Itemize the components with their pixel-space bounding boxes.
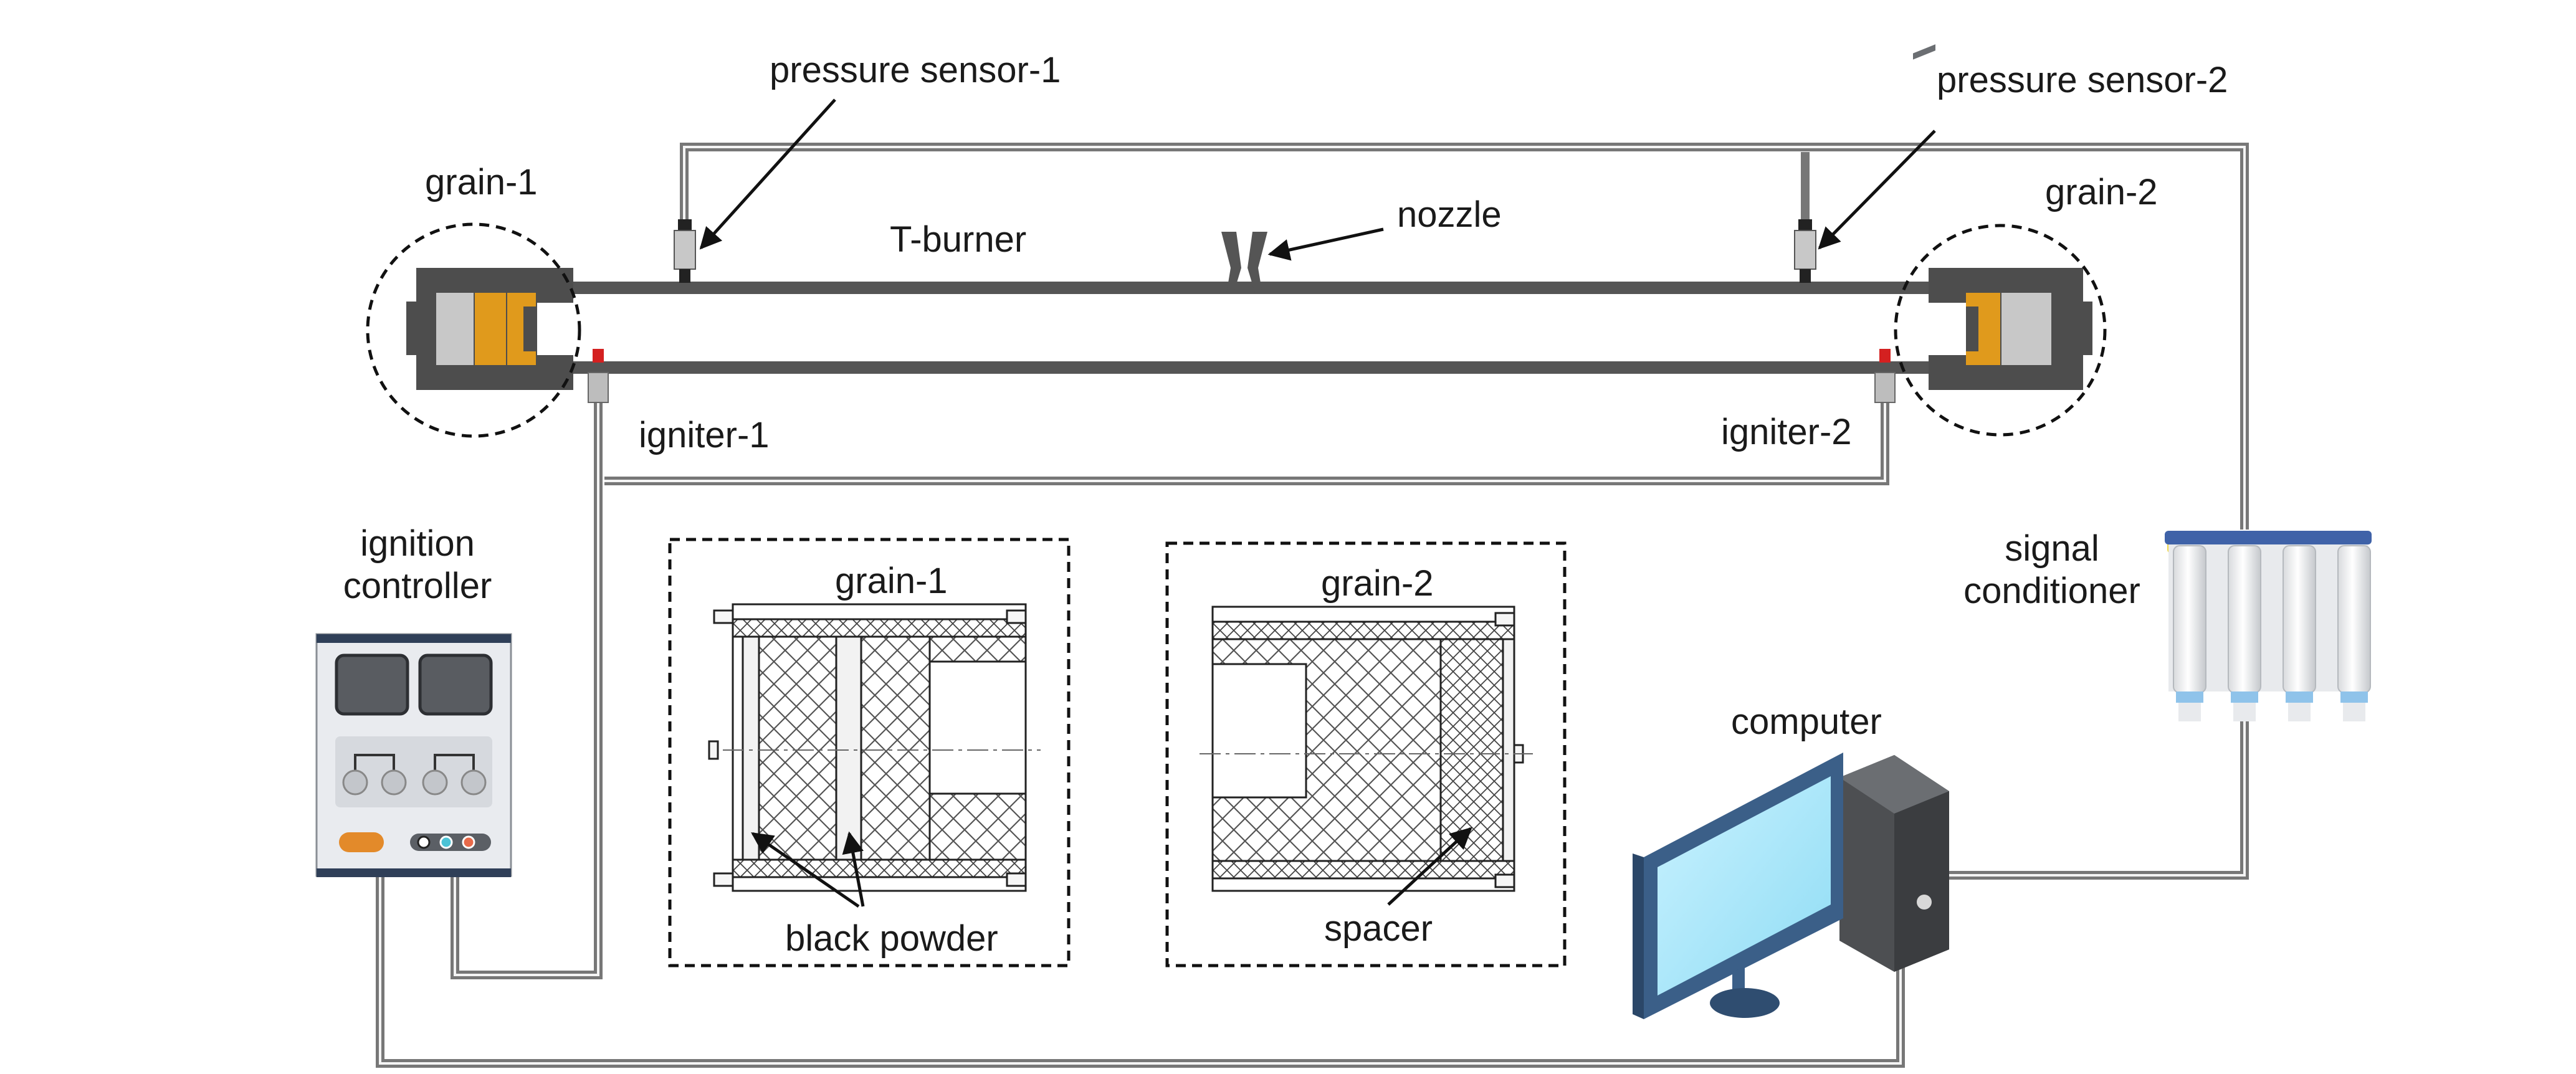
ignition-controller xyxy=(315,633,512,877)
t-burner-label: T-burner xyxy=(890,219,1026,260)
grain-2-cavity xyxy=(1211,663,1307,799)
pressure-sensor-2-arrow xyxy=(1818,130,1936,250)
computer-label: computer xyxy=(1731,701,1882,742)
pressure-sensor-1-arrow xyxy=(699,98,836,250)
grain-2-detail-box xyxy=(1165,541,1567,967)
controller-display-right xyxy=(418,653,493,716)
spacer-label: spacer xyxy=(1324,908,1433,949)
cable-conditioner-computer xyxy=(1949,716,2249,880)
black-powder-arrow-2 xyxy=(842,831,865,907)
nozzle-body xyxy=(1221,232,1241,294)
grain-2-highlight-circle xyxy=(1894,224,2107,437)
signal-conditioner-label-line1: signal xyxy=(2005,528,2099,569)
spacer-block xyxy=(1439,638,1504,862)
computer-monitor-stand xyxy=(1710,988,1780,1018)
igniter-1 xyxy=(588,349,609,403)
grain-1-label: grain-1 xyxy=(425,162,538,202)
igniter-1-label: igniter-1 xyxy=(639,415,770,455)
pressure-sensor-2-label: pressure sensor-2 xyxy=(1937,60,2228,100)
black-powder-label: black powder xyxy=(785,918,998,959)
ignition-controller-label-line1: ignition xyxy=(360,523,475,564)
spacer-arrow xyxy=(1387,827,1472,906)
igniter-2 xyxy=(1874,349,1896,403)
controller-knob xyxy=(422,769,448,796)
controller-knob xyxy=(460,769,487,796)
controller-knob xyxy=(381,769,407,796)
pressure-sensor-2 xyxy=(1794,219,1816,283)
black-powder-layer-2 xyxy=(835,635,862,861)
computer-screen xyxy=(1658,776,1831,996)
pressure-sensor-1 xyxy=(674,219,696,283)
cable-igniter-2 xyxy=(604,399,1889,485)
nozzle-label: nozzle xyxy=(1397,194,1502,235)
grain-1-cavity xyxy=(928,660,1027,795)
grain-1-chamber xyxy=(406,268,573,390)
grain-1-detail-label: grain-1 xyxy=(835,561,948,601)
igniter-2-label: igniter-2 xyxy=(1721,412,1852,452)
grain-2-chamber xyxy=(1929,268,2092,390)
grain-2-cross-section xyxy=(1200,606,1533,892)
controller-display-left xyxy=(335,653,409,716)
grain-2-detail-label: grain-2 xyxy=(1321,563,1434,604)
controller-power-button xyxy=(339,832,384,852)
signal-conditioner xyxy=(2165,531,2372,721)
computer xyxy=(1633,44,1949,1019)
grain-1-detail-box xyxy=(668,538,1071,967)
pressure-sensor-1-label: pressure sensor-1 xyxy=(770,50,1061,90)
grain-1-highlight-circle xyxy=(366,222,581,438)
signal-conditioner-label-line2: conditioner xyxy=(1963,571,2140,611)
controller-knob xyxy=(342,769,368,796)
ignition-controller-label-line2: controller xyxy=(343,566,492,606)
grain-1-cross-section xyxy=(708,603,1041,892)
t-burner-tube xyxy=(561,232,1944,374)
black-powder-arrow-1 xyxy=(751,832,860,908)
black-powder-layer-1 xyxy=(742,635,760,861)
nozzle-arrow xyxy=(1267,227,1384,261)
grain-2-label: grain-2 xyxy=(2045,172,2158,212)
